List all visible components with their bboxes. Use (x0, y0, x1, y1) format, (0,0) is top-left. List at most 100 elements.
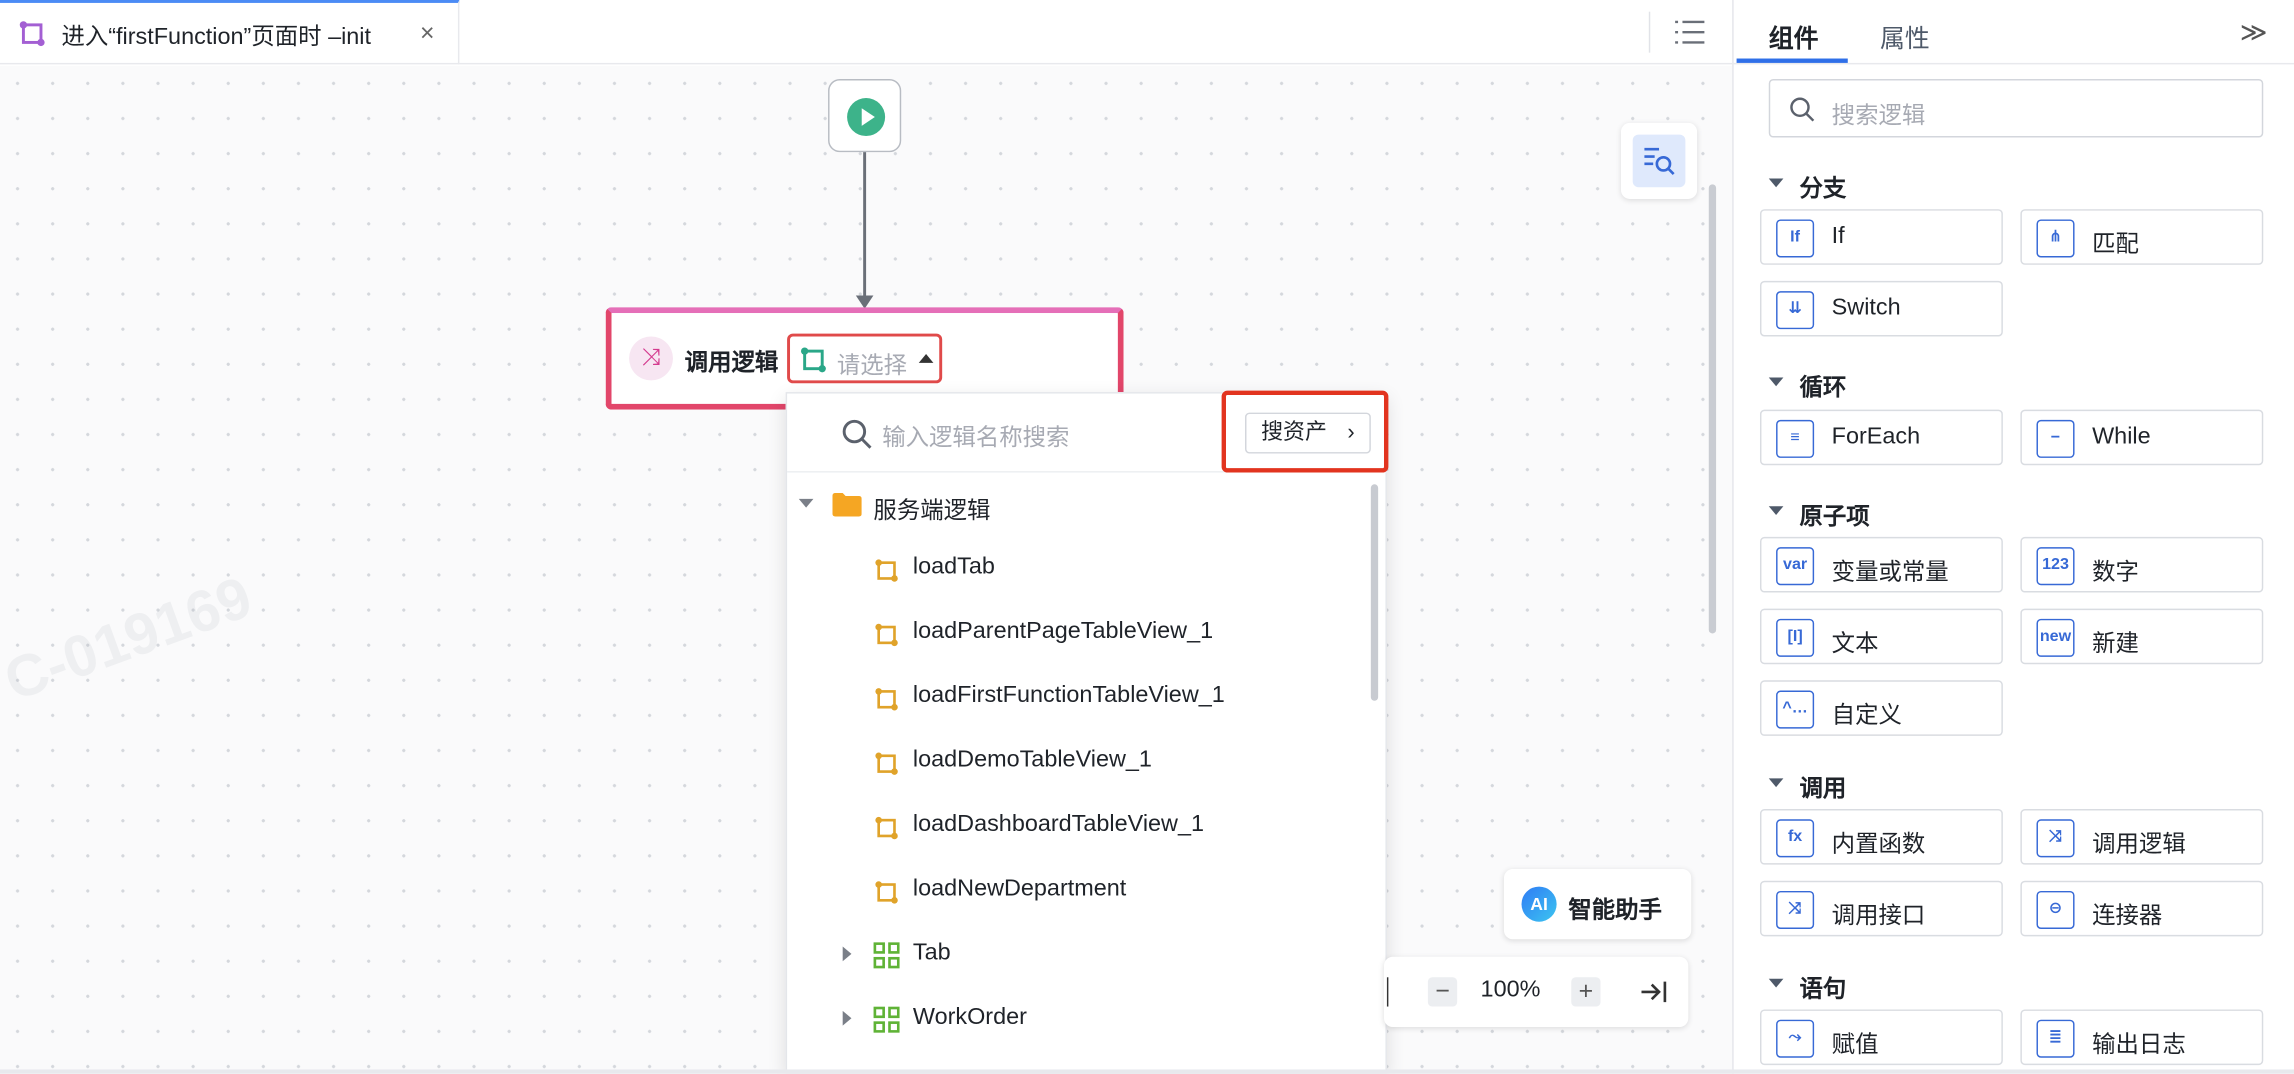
link-icon: ⊖ (2036, 890, 2075, 930)
collapse-panel-icon[interactable]: ≫ (2239, 17, 2268, 47)
close-icon[interactable]: × (419, 19, 435, 47)
logic-icon (875, 881, 898, 904)
select-placeholder: 请选择 (836, 354, 908, 379)
expand-icon[interactable] (842, 1010, 852, 1026)
component-label: 变量或常量 (1831, 560, 1949, 586)
logic-search: 输入逻辑名称搜索 搜资产› (787, 390, 1389, 473)
logic-icon (875, 752, 898, 775)
grid-module-icon (873, 1006, 900, 1033)
tree-item[interactable]: loadFirstFunctionTableView_1 (787, 669, 1365, 728)
divider (1648, 11, 1651, 53)
tree-item-label: loadDashboardTableView_1 (912, 811, 1205, 837)
zoom-in-button[interactable]: + (1571, 977, 1601, 1007)
fx-icon: fx (1776, 819, 1815, 858)
ai-icon: AI (1521, 886, 1557, 922)
component-label: 自定义 (1831, 703, 1902, 729)
assign-icon: ⤳ (1776, 1019, 1815, 1058)
group-atom[interactable]: 原子项 (1768, 496, 1870, 531)
tree-group-tab[interactable]: Tab (787, 926, 1365, 985)
search-assets-label: 搜资产 (1261, 419, 1327, 445)
logic-icon (875, 816, 898, 840)
logic-icon (875, 688, 898, 711)
component-foreach[interactable]: ≡ForEach (1759, 409, 2003, 466)
text-icon: [I] (1776, 618, 1815, 657)
tree-folder-server-logic[interactable]: 服务端逻辑 (787, 475, 1365, 534)
component-label: 数字 (2092, 560, 2139, 586)
ai-assistant-button[interactable]: AI 智能助手 (1503, 869, 1692, 940)
component-new[interactable]: new 新建 (2020, 608, 2264, 665)
find-node-button[interactable] (1621, 122, 1698, 199)
tree-item[interactable]: loadNewDepartment (787, 862, 1365, 921)
logic-icon (875, 623, 898, 647)
tree-label: 服务端逻辑 (873, 498, 991, 524)
component-call-logic[interactable]: ⤨调用逻辑 (2020, 809, 2264, 865)
while-icon: − (2036, 419, 2075, 458)
expand-icon[interactable] (842, 946, 852, 962)
tree-item[interactable]: loadDashboardTableView_1 (787, 797, 1365, 856)
component-log[interactable]: ≣ 输出日志 (2020, 1009, 2264, 1066)
component-search-input[interactable]: 搜索逻辑 (1768, 79, 2264, 138)
group-branch[interactable]: 分支 (1768, 168, 1846, 203)
tree-group-workorder[interactable]: WorkOrder (787, 990, 1365, 1049)
zoom-out-button[interactable]: − (1427, 977, 1458, 1007)
component-builtin-function[interactable]: fx 内置函数 (1759, 809, 2003, 865)
tab-properties[interactable]: 属性 (1879, 24, 1930, 53)
bottom-border (0, 1069, 2294, 1074)
component-while[interactable]: −While (2020, 409, 2264, 466)
start-node[interactable] (828, 79, 902, 153)
log-icon: ≣ (2036, 1019, 2075, 1058)
zoom-level: 100% (1480, 977, 1541, 1003)
component-assign[interactable]: ⤳ 赋值 (1759, 1009, 2003, 1066)
fit-end-icon[interactable] (1639, 977, 1668, 1006)
component-connector[interactable]: ⊖ 连接器 (2020, 880, 2264, 937)
tab-components[interactable]: 组件 (1768, 24, 1819, 53)
expand-icon[interactable] (798, 498, 814, 508)
search-assets-button[interactable]: 搜资产› (1245, 412, 1371, 454)
search-placeholder: 搜索逻辑 (1831, 103, 1926, 129)
tree-group-label: Tab (912, 940, 951, 966)
tree-item[interactable]: loadTab (787, 540, 1365, 599)
tree-item-label: loadParentPageTableView_1 (912, 618, 1214, 644)
component-call-api[interactable]: ⤨调用接口 (1759, 880, 2003, 937)
component-label: 内置函数 (1831, 832, 1926, 858)
outline-list-icon[interactable] (1674, 18, 1706, 47)
logic-select[interactable]: 请选择 (787, 333, 943, 384)
folder-icon (832, 493, 862, 517)
component-label: 连接器 (2092, 904, 2163, 930)
component-switch[interactable]: ⇊Switch (1759, 280, 2003, 337)
zoom-controls: − 100% + (1383, 956, 1689, 1028)
logic-canvas[interactable]: C-019169 C-019169 C-019169 (0, 65, 2118, 1074)
component-label: 赋值 (1831, 1032, 1879, 1058)
asset-search-highlight: 搜资产› (1221, 390, 1389, 473)
group-loop[interactable]: 循环 (1768, 367, 1846, 402)
dropdown-scrollbar[interactable] (1370, 484, 1379, 701)
component-label: 调用逻辑 (2092, 832, 2186, 858)
search-icon (1790, 97, 1815, 122)
component-variable[interactable]: var 变量或常量 (1759, 536, 2003, 593)
tree-item[interactable]: loadParentPageTableView_1 (787, 604, 1365, 663)
flow-edge (863, 152, 867, 299)
tree-item[interactable]: loadDemoTableView_1 (787, 733, 1365, 792)
component-match[interactable]: ⋔匹配 (2020, 209, 2264, 265)
canvas-scrollbar[interactable] (1708, 184, 1717, 634)
ai-assistant-label: 智能助手 (1568, 898, 1662, 924)
tab-init-logic[interactable]: 进入“firstFunction”页面时 –init × (0, 0, 460, 65)
group-call[interactable]: 调用 (1768, 768, 1846, 803)
logic-icon (875, 559, 898, 582)
component-label: 新建 (2092, 632, 2139, 657)
logic-search-input[interactable]: 输入逻辑名称搜索 (882, 425, 1070, 451)
component-label: 输出日志 (2092, 1032, 2186, 1058)
logic-dropdown: 输入逻辑名称搜索 搜资产› 服务端逻辑 loadTab loadParentPa… (785, 390, 1389, 1074)
panel-tabs: 组件 属性 ≫ (1733, 0, 2294, 65)
component-custom[interactable]: ^…自定义 (1759, 680, 2003, 736)
new-icon: new (2036, 618, 2075, 657)
component-label: 匹配 (2092, 232, 2139, 258)
editor-tab-bar: 进入“firstFunction”页面时 –init × (0, 0, 1733, 65)
var-icon: var (1776, 547, 1815, 586)
tree-group-label: WorkOrder (912, 1005, 1027, 1030)
group-statement[interactable]: 语句 (1768, 969, 1846, 1004)
component-text[interactable]: [I]文本 (1759, 608, 2003, 665)
